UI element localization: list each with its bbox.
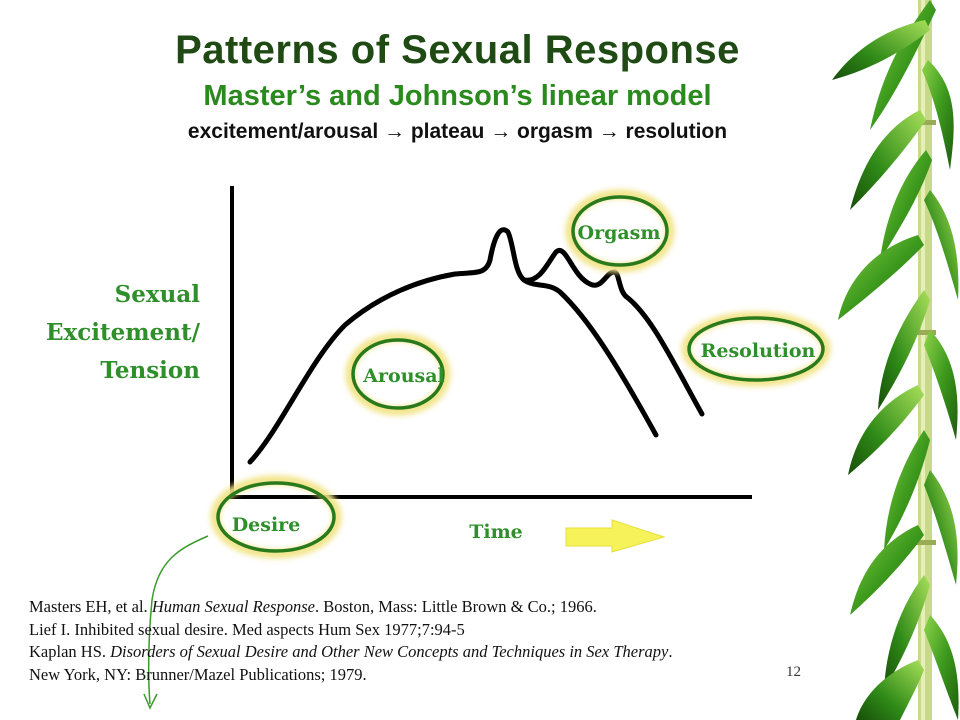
y-axis-label-line: Sexual <box>114 281 200 308</box>
y-axis-label-line: Tension <box>100 357 200 384</box>
reference-item: Lief I. Inhibited sexual desire. Med asp… <box>29 619 465 639</box>
slide-subtitle: Master’s and Johnson’s linear model <box>203 80 712 112</box>
bamboo-leaves <box>832 0 959 720</box>
reference-item: Kaplan HS. Disorders of Sexual Desire an… <box>29 642 673 661</box>
phase-orgasm: Orgasm <box>565 189 675 273</box>
phases-sequence: excitement/arousal → plateau → orgasm → … <box>187 120 728 143</box>
page-number: 12 <box>786 664 801 680</box>
slide-title: Patterns of Sexual Response <box>175 28 740 72</box>
response-curve-main <box>247 227 659 465</box>
phase-arousal-label: Arousal <box>362 365 444 387</box>
references: Masters EH, et al. Human Sexual Response… <box>29 596 889 686</box>
reference-item: Masters EH, et al. Human Sexual Response… <box>29 597 597 616</box>
phase-resolution-label: Resolution <box>701 340 816 362</box>
phase-desire-label: Desire <box>232 514 301 536</box>
pointer-arrow-icon <box>143 535 209 710</box>
phase-desire: Desire <box>210 475 342 559</box>
x-axis-label: Time <box>469 521 523 543</box>
reference-item: New York, NY: Brunner/Mazel Publications… <box>29 664 367 684</box>
y-axis-label-line: Excitement/ <box>46 319 200 346</box>
time-arrow-icon <box>565 519 666 553</box>
phase-resolution: Resolution <box>681 311 831 387</box>
y-axis-label: Sexual Excitement/ Tension <box>20 276 200 390</box>
phase-arousal: Arousal <box>345 332 451 416</box>
phase-orgasm-label: Orgasm <box>578 222 661 244</box>
response-curve-multiple <box>521 247 705 417</box>
